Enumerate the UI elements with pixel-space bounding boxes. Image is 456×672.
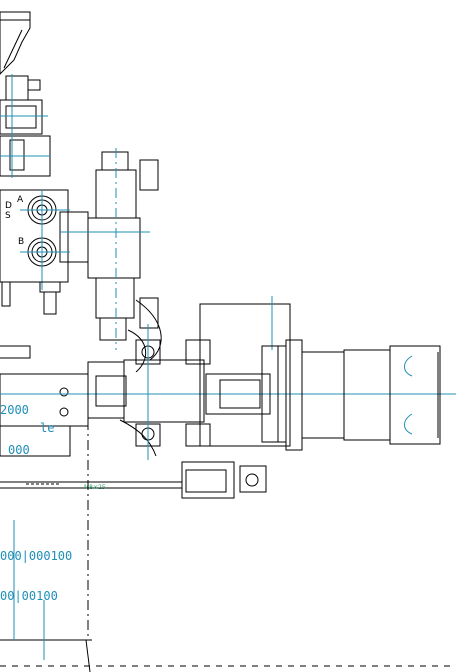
scale-row-2: 00|00100 (0, 589, 58, 603)
upper-valve-stack (0, 74, 51, 178)
hoses (0, 299, 162, 457)
manifold-block: D A S B (0, 189, 89, 315)
vertical-valve (60, 148, 159, 350)
scale-text-area: 000|000100 00|00100 (0, 520, 72, 660)
port-label-a: A (17, 195, 24, 205)
callout-m8x25: M8×25 (84, 484, 106, 491)
flange (261, 339, 303, 451)
lower-left-housing: 2000 le 000 (0, 373, 456, 457)
dimension-le: le (40, 421, 54, 435)
clamp-assembly: M8×25 (0, 461, 267, 499)
vertical-guide (0, 420, 92, 672)
scale-row-1: 000|000100 (0, 549, 72, 563)
hopper-funnel (0, 11, 31, 75)
cylinder-body (87, 296, 291, 460)
port-label-b: B (18, 237, 24, 247)
hydraulic-motor (301, 345, 441, 445)
port-label-d: D (5, 201, 12, 211)
dimension-000: 000 (8, 443, 30, 457)
port-label-s: S (5, 211, 11, 221)
dimension-2000: 2000 (0, 403, 29, 417)
